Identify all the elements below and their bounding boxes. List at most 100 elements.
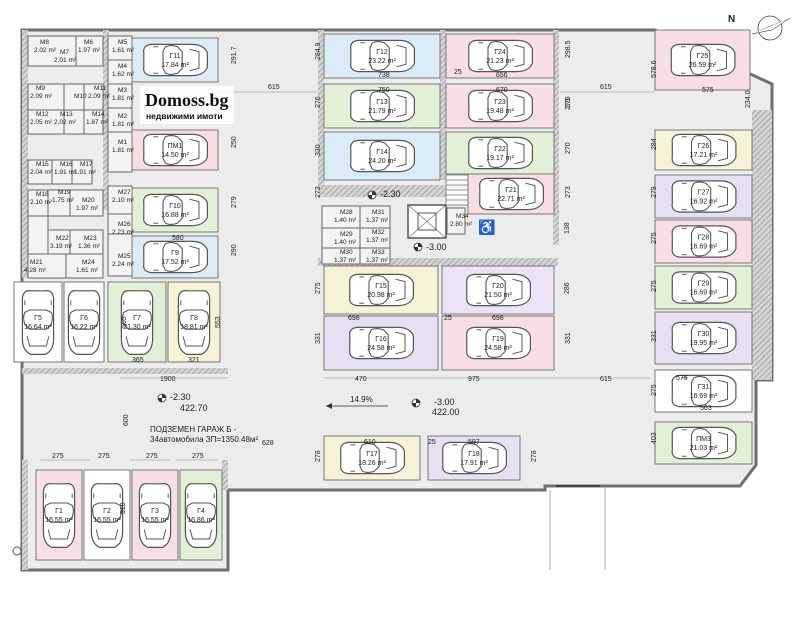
ramp-slope-value: 14.9% <box>350 395 373 404</box>
dim: 330 <box>315 144 322 156</box>
car-icon <box>671 271 737 304</box>
parking-space-g26: Г26 17.21 m² <box>654 129 753 171</box>
dim: 276 <box>315 96 322 108</box>
dim: 279 <box>651 186 658 198</box>
dim: 291.7 <box>231 46 238 64</box>
storage-label: M13 <box>60 111 73 118</box>
car-icon <box>468 89 534 123</box>
storage-area: 1.37 m² <box>334 257 357 264</box>
storage-area: 1.97 m² <box>78 47 101 54</box>
wall-hatch-bottom-col <box>222 460 228 490</box>
space-label: Г15 <box>375 283 387 290</box>
storage-area: 3.19 m² <box>50 243 73 250</box>
dim: 403 <box>651 432 658 444</box>
drain-icon <box>12 546 22 556</box>
space-label: Г1 <box>55 508 63 515</box>
storage-area: 1.81 m² <box>112 121 135 128</box>
storage-area: 1.91 m² <box>74 169 97 176</box>
car-icon <box>350 89 415 123</box>
storage-area: 2.09 m² <box>88 93 111 100</box>
space-area: 19.17 m² <box>486 155 514 162</box>
dim: 284 <box>651 138 658 150</box>
logo: Domoss.bg недвижими имоти <box>140 86 234 124</box>
space-label: Г10 <box>169 203 181 210</box>
storage-label: M11 <box>94 85 107 92</box>
space-label: Г3 <box>151 508 159 515</box>
storage-area: 1.61 m² <box>112 47 135 54</box>
dim: 656 <box>496 72 508 79</box>
storage-label: M3 <box>118 87 127 94</box>
space-area: 16.55 m² <box>141 517 169 524</box>
storage-label: M24 <box>82 259 95 266</box>
car-icon <box>139 484 170 548</box>
car-icon <box>349 326 414 360</box>
space-area: 24.58 m² <box>484 345 512 352</box>
dim: 275 <box>651 280 658 292</box>
logo-brand: Domoss.bg <box>145 90 229 110</box>
storage-area: 4.28 m² <box>24 267 47 274</box>
dim: 275 <box>651 384 658 396</box>
space-area: 18.81 m² <box>180 324 208 331</box>
storage-area: 1.91 m² <box>54 169 77 176</box>
space-label: Г26 <box>698 143 710 150</box>
storage-label: M5 <box>118 39 127 46</box>
car-icon <box>468 136 534 170</box>
car-icon <box>350 39 415 73</box>
parking-space-g3: Г3 16.55 m² <box>131 469 179 561</box>
storage-label: M9 <box>36 85 45 92</box>
dim: 610 <box>364 439 376 446</box>
car-icon <box>22 291 53 355</box>
car-icon <box>442 441 507 475</box>
dim: 25 <box>428 439 436 446</box>
storage-area: 1.97 m² <box>76 205 99 212</box>
storage-area: 2.80 m² <box>450 221 473 228</box>
level-value: -3.00 <box>426 242 447 252</box>
space-area: 21.50 m² <box>484 292 512 299</box>
car-icon <box>671 321 737 355</box>
space-area: 24.58 m² <box>367 345 395 352</box>
svg-text:N: N <box>728 14 735 25</box>
space-area: 17.52 m² <box>161 259 189 266</box>
storage-label: M7 <box>60 49 69 56</box>
storage-area: 1.40 m² <box>334 217 357 224</box>
plan-title: ПОДЗЕМЕН ГАРАЖ Б - <box>150 425 237 434</box>
space-area: 21.30 m² <box>123 324 151 331</box>
dim: 750 <box>378 87 390 94</box>
storage-label: M12 <box>36 111 49 118</box>
north-arrow-icon: N <box>728 14 791 41</box>
level-elev: 422.00 <box>432 407 460 417</box>
space-area: 16.88 m² <box>161 212 189 219</box>
space-area: 17.21 m² <box>690 152 718 159</box>
storage-label: M28 <box>340 209 353 216</box>
car-icon <box>466 273 532 307</box>
dim: 670 <box>496 87 508 94</box>
dim: 597 <box>468 439 480 446</box>
wall-hatch-column-b <box>440 30 446 180</box>
space-label: Г22 <box>494 146 506 153</box>
dim: 615 <box>268 84 280 91</box>
dim: 321 <box>188 357 200 364</box>
dim: 470 <box>355 376 367 383</box>
ramp-slope: 14.9% <box>326 395 388 409</box>
wall-hatch-right <box>752 110 772 380</box>
wall-hatch-lower <box>22 368 228 374</box>
dim: 600 <box>123 414 130 426</box>
storage-area: 2.02 m² <box>34 47 57 54</box>
dim: 250 <box>231 136 238 148</box>
space-area: 18.26 m² <box>358 460 386 467</box>
car-icon <box>349 273 414 307</box>
storage-label: M29 <box>340 231 353 238</box>
storage-area: 1.81 m² <box>112 147 135 154</box>
space-area: 19.48 m² <box>486 108 514 115</box>
